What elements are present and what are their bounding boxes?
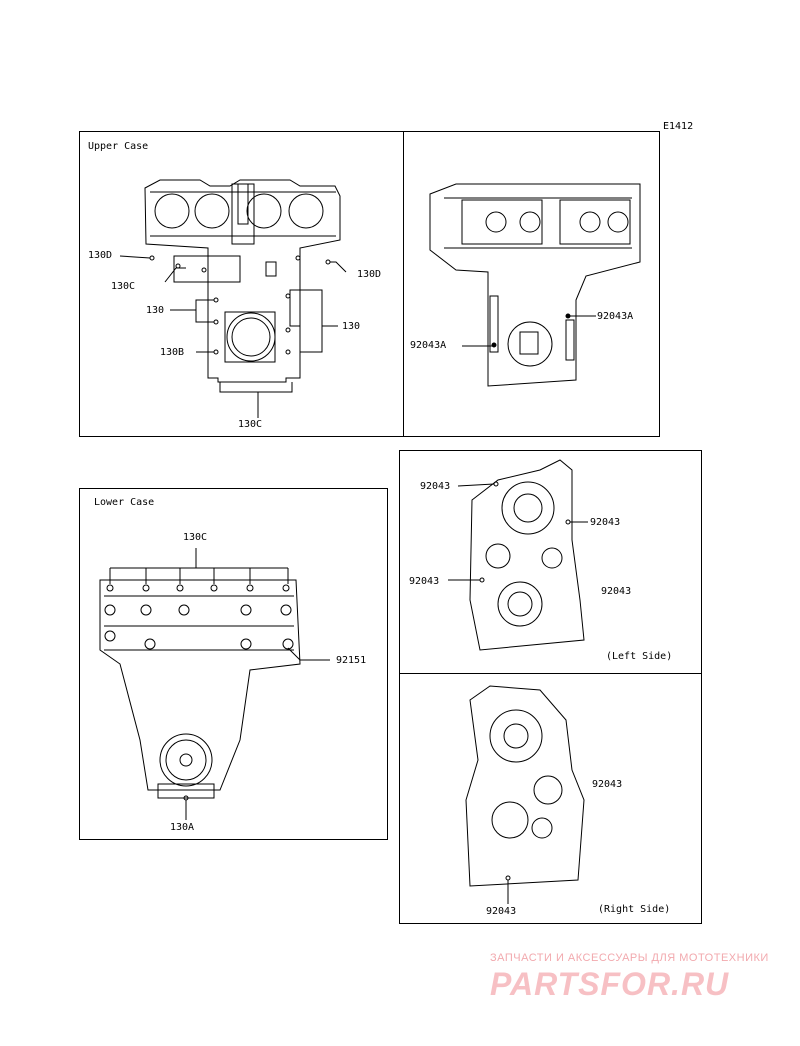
label-92043-left-2: 92043 — [590, 517, 621, 528]
label-130b: 130B — [160, 347, 185, 358]
upper-case-title: Upper Case — [88, 141, 149, 152]
lower-case-panel: Lower Case — [79, 488, 388, 840]
upper-case-bottom-drawing — [429, 183, 641, 387]
left-side-panel — [399, 450, 702, 674]
lower-case-title: Lower Case — [94, 497, 155, 508]
upper-case-panel: Upper Case — [79, 131, 404, 437]
label-92043-left-3: 92043 — [409, 576, 440, 587]
left-side-caption: (Left Side) — [606, 651, 673, 662]
right-side-panel — [399, 673, 702, 924]
label-130a: 130A — [170, 822, 195, 833]
left-side-drawing — [448, 459, 588, 651]
label-130c-lower: 130C — [183, 532, 208, 543]
label-92151: 92151 — [336, 655, 367, 666]
watermark-logo: PARTSFOR.RU — [490, 966, 730, 1002]
label-92043-left-1: 92043 — [420, 481, 451, 492]
label-92043-right-1: 92043 — [592, 779, 623, 790]
right-side-caption: (Right Side) — [598, 904, 671, 915]
diagram-code: E1412 — [663, 121, 694, 132]
label-130d-right: 130D — [357, 269, 382, 280]
right-side-drawing — [465, 685, 585, 904]
label-130c-upper: 130C — [111, 281, 136, 292]
watermark-tagline: ЗАПЧАСТИ И АКСЕССУАРЫ ДЛЯ МОТОТЕХНИКИ — [490, 952, 769, 964]
label-92043-left-4: 92043 — [601, 586, 632, 597]
label-130-right: 130 — [342, 321, 361, 332]
label-92043a-left: 92043A — [410, 340, 447, 351]
upper-case-drawing — [119, 179, 347, 418]
upper-case-bottom-panel — [403, 131, 660, 437]
label-92043a-right: 92043A — [597, 311, 634, 322]
label-130d-left: 130D — [88, 250, 113, 261]
label-130c-bottom: 130C — [238, 419, 263, 430]
label-130-left: 130 — [146, 305, 165, 316]
label-92043-right-2: 92043 — [486, 906, 517, 917]
lower-case-drawing — [99, 548, 330, 820]
